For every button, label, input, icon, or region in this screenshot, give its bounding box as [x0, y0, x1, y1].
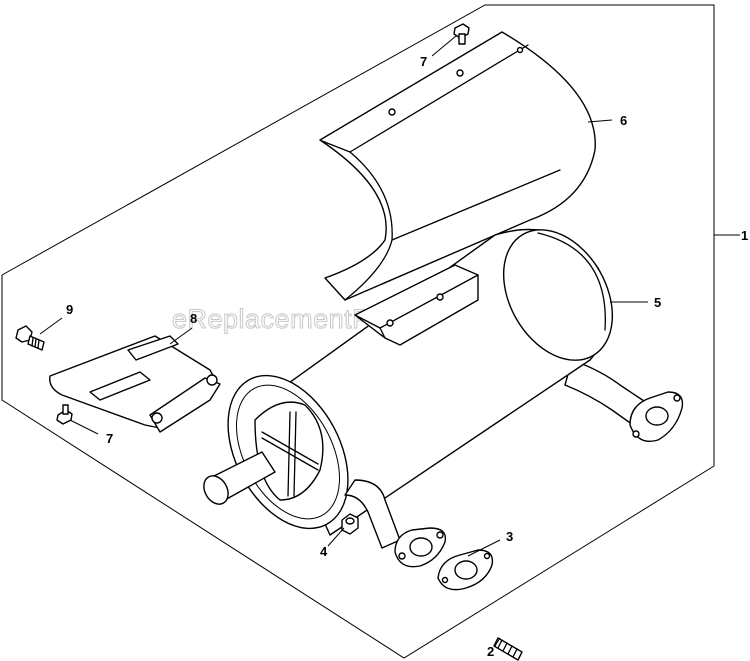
screw-7-upper	[453, 23, 470, 45]
callout-1: 1	[741, 228, 748, 243]
bolt-9	[15, 325, 45, 351]
mounting-bracket	[49, 335, 221, 433]
assembly-boundary	[1, 4, 715, 659]
callout-7-upper: 7	[420, 54, 427, 69]
callout-6: 6	[620, 113, 627, 128]
screw-7-lower	[56, 404, 73, 425]
muffler	[203, 228, 684, 568]
callout-4: 4	[320, 544, 328, 559]
callout-7-lower: 7	[106, 431, 113, 446]
heat-shield	[319, 31, 596, 301]
leader-lines	[39, 35, 740, 647]
callout-9: 9	[66, 302, 73, 317]
callout-2: 2	[487, 644, 494, 659]
nut-4	[341, 513, 359, 535]
callout-5: 5	[654, 295, 661, 310]
stud-2	[493, 637, 523, 661]
callout-8: 8	[190, 311, 197, 326]
gasket-3	[437, 549, 494, 591]
callout-3: 3	[506, 529, 513, 544]
